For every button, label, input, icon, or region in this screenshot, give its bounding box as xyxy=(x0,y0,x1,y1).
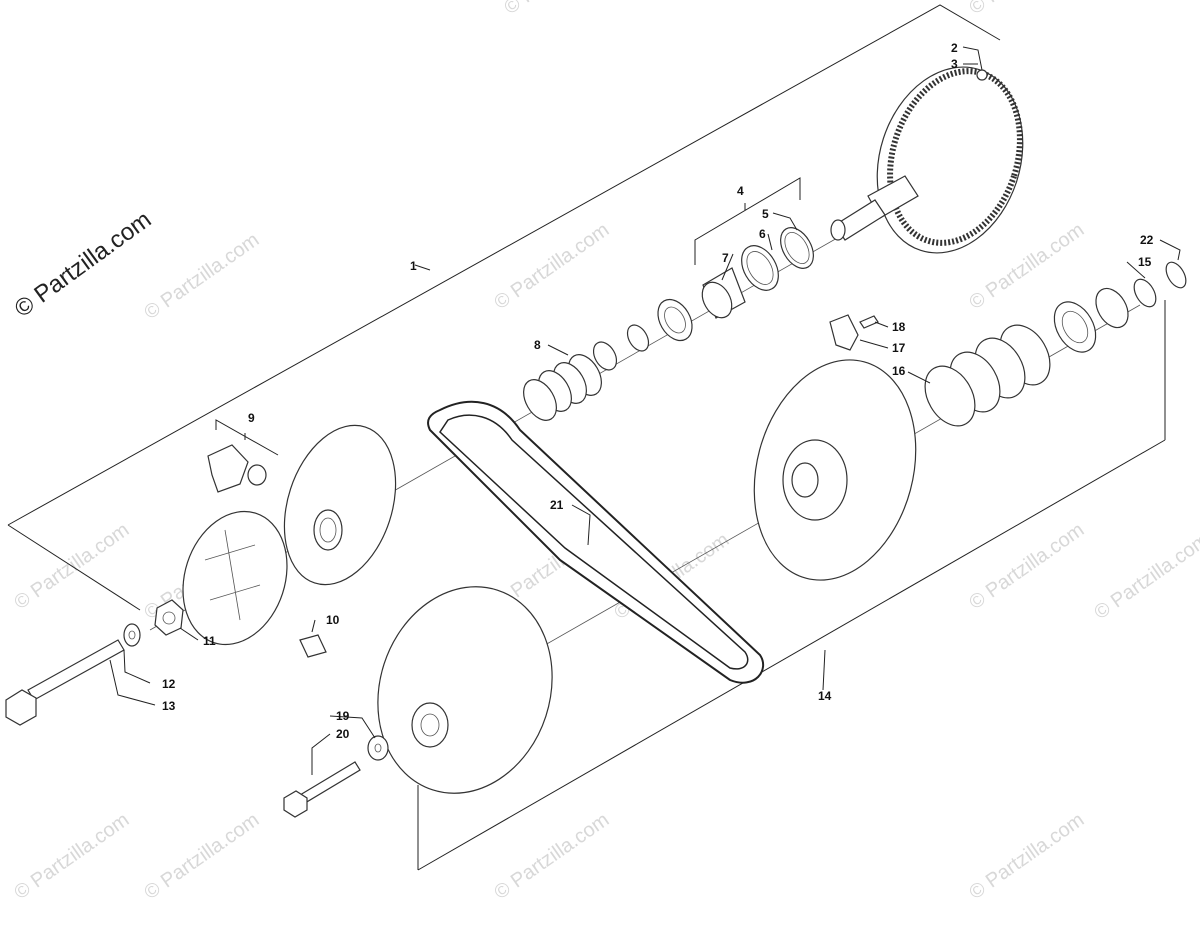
watermark: © Partzilla.com xyxy=(140,809,263,904)
spring-8 xyxy=(523,354,602,421)
ring-set xyxy=(701,227,814,319)
washer-12 xyxy=(123,623,141,647)
driven-bushings xyxy=(1053,261,1187,353)
drive-belt-21 xyxy=(427,400,765,684)
callout-2: 2 xyxy=(951,41,958,55)
callout-9: 9 xyxy=(248,411,255,425)
watermark: © Partzilla.com xyxy=(490,219,613,314)
callout-5: 5 xyxy=(762,207,769,221)
callout-12: 12 xyxy=(162,677,176,691)
watermark: © Partzilla.com xyxy=(500,0,623,19)
callout-19: 19 xyxy=(336,709,350,723)
driven-sheave-rear xyxy=(753,359,917,581)
callout-16: 16 xyxy=(892,364,906,378)
callout-labels: 1 2 3 4 5 6 7 8 9 10 11 12 13 14 15 16 1… xyxy=(162,41,1154,741)
callout-18: 18 xyxy=(892,320,906,334)
watermark: © Partzilla.com xyxy=(1090,529,1200,624)
callout-15: 15 xyxy=(1138,255,1152,269)
callout-4: 4 xyxy=(737,184,744,198)
copyright-watermark: © Partzilla.com xyxy=(10,206,157,323)
watermark: © Partzilla.com xyxy=(140,229,263,324)
callout-17: 17 xyxy=(892,341,906,355)
callout-14: 14 xyxy=(818,689,832,703)
moveable-sheave xyxy=(182,510,288,646)
spring-16 xyxy=(924,324,1051,427)
washer-19 xyxy=(367,735,389,761)
bolt-20 xyxy=(283,761,361,818)
spider xyxy=(283,424,397,586)
bolt-13 xyxy=(5,639,125,726)
button-10 xyxy=(299,634,327,658)
screw-18 xyxy=(859,315,879,329)
callout-13: 13 xyxy=(162,699,176,713)
callout-6: 6 xyxy=(759,227,766,241)
screw-2-3 xyxy=(976,69,988,81)
callout-22: 22 xyxy=(1140,233,1154,247)
callout-20: 20 xyxy=(336,727,350,741)
watermark: © Partzilla.com xyxy=(965,519,1088,614)
callout-7: 7 xyxy=(722,251,729,265)
callout-10: 10 xyxy=(326,613,340,627)
weight-9 xyxy=(207,444,267,493)
drive-bushings xyxy=(592,298,693,371)
watermark: © Partzilla.com xyxy=(965,809,1088,904)
watermark: © Partzilla.com xyxy=(490,809,613,904)
stationary-sheave xyxy=(830,66,1024,254)
ramp-17 xyxy=(829,314,859,351)
callout-1: 1 xyxy=(410,259,417,273)
bracket-1 xyxy=(7,4,1001,611)
watermark: © Partzilla.com xyxy=(10,809,133,904)
callout-11: 11 xyxy=(203,634,216,648)
callout-21: 21 xyxy=(550,498,564,512)
callout-3: 3 xyxy=(951,57,958,71)
bracket-14 xyxy=(417,300,1166,871)
leader-lines xyxy=(109,46,1181,775)
driven-sheave-front xyxy=(377,586,553,794)
nut-11 xyxy=(154,599,184,636)
watermark: © Partzilla.com xyxy=(965,0,1088,19)
callout-8: 8 xyxy=(534,338,541,352)
